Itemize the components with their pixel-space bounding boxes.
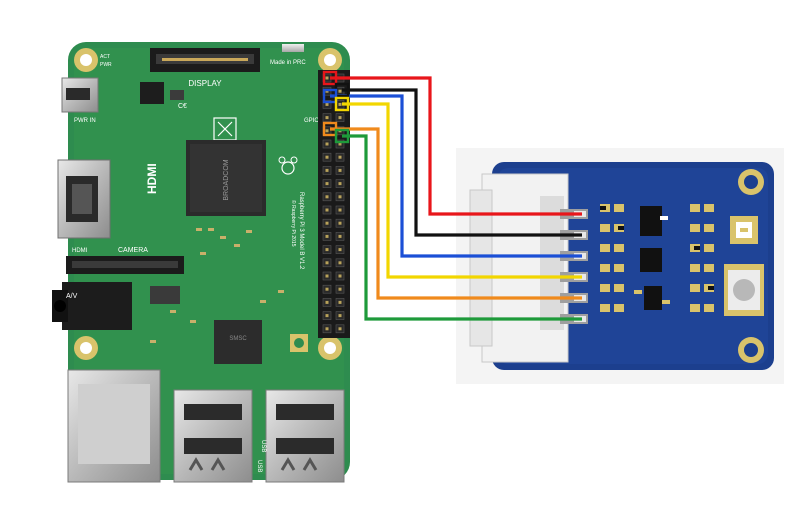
gpio-pin-core: [325, 314, 329, 318]
gpio-pin-core: [338, 234, 342, 238]
display-label: DISPLAY: [188, 79, 222, 88]
pin-marker-blue: [322, 88, 338, 104]
gpio-pin-core: [338, 248, 342, 252]
pin-marker-green: [334, 128, 350, 144]
gpio-pin-core: [325, 155, 329, 159]
hdmi-port: HDMI: [57, 159, 111, 254]
made-in-label: Made in PRC: [270, 60, 306, 66]
gpio-pin-core: [325, 208, 329, 212]
gpio-pin-core: [338, 300, 342, 304]
gpio-pin-core: [338, 155, 342, 159]
gpio-pin-core: [338, 314, 342, 318]
camera-connector: CAMERA: [66, 247, 184, 274]
sensor-module: [456, 148, 784, 384]
gpio-pin-core: [338, 182, 342, 186]
gpio-pin-core: [325, 102, 329, 106]
pin-marker-yellow: [334, 96, 350, 112]
soc-chip: BROADCOM: [186, 140, 266, 216]
usb-right-label: USB: [260, 440, 266, 452]
wires: [330, 76, 582, 321]
camera-label: CAMERA: [118, 247, 148, 254]
wire-black: [342, 88, 582, 237]
module-sensor-chip: [730, 216, 758, 244]
gpio-pin-core: [338, 89, 342, 93]
wire-yellow: [342, 102, 582, 279]
voltage-regulator: [140, 82, 164, 104]
module-button: [724, 264, 764, 316]
act-label: ACT: [100, 54, 110, 60]
gpio-pin-core: [338, 168, 342, 172]
audio-jack: A/V: [52, 282, 132, 330]
lan-chip: SMSC: [214, 320, 262, 364]
gpio-pin-markers: [322, 70, 350, 144]
gpio-pin-core: [338, 195, 342, 199]
wire-green: [342, 134, 582, 321]
gpio-pin-core: [338, 116, 342, 120]
gpio-pin-core: [325, 261, 329, 265]
display-connector: DISPLAY: [150, 48, 260, 88]
svg-text:C€: C€: [178, 103, 187, 110]
wire-red: [330, 76, 582, 216]
gpio-pin-core: [325, 195, 329, 199]
gpio-pin-core: [325, 168, 329, 172]
model-line-2: © Raspberry Pi 2015: [290, 200, 297, 247]
ethernet-port: [67, 369, 161, 483]
gpio-pin-core: [325, 142, 329, 146]
gpio-pin-core: [325, 129, 329, 133]
module-connector: [469, 173, 569, 363]
gpio-pin-core: [338, 221, 342, 225]
gpio-pin-core: [325, 327, 329, 331]
gpio-pin-core: [325, 274, 329, 278]
usb-port-right: USB: [260, 389, 345, 483]
pwr-led-label: PWR: [100, 62, 112, 68]
gpio-pin-core: [325, 221, 329, 225]
led-pwr: [282, 44, 304, 52]
module-ic-3: [644, 286, 662, 310]
hdmi-logo: HDMI: [145, 163, 159, 194]
soc-label: BROADCOM: [223, 159, 230, 200]
gpio-pin-core: [338, 274, 342, 278]
gpio-pin-core: [338, 208, 342, 212]
gpio-pin-core: [338, 261, 342, 265]
gpio-header: [318, 70, 350, 338]
module-ic-1: [640, 206, 662, 236]
model-line-1: Raspberry Pi 3 Model B V1.2: [298, 192, 304, 270]
gpio-pin-core: [338, 102, 342, 106]
raspberry-pi-board: DISPLAY Made in PRC PWR IN ACT PWR C€ BR…: [52, 42, 350, 483]
module-components: [600, 204, 714, 312]
pi-mounting-holes: [74, 48, 342, 360]
module-ic-2: [640, 248, 662, 272]
gpio-pin-core: [325, 116, 329, 120]
pwr-in-label: PWR IN: [74, 118, 96, 124]
gpio-pin-core: [325, 300, 329, 304]
av-label: A/V: [66, 293, 78, 300]
gpio-pin-core: [325, 248, 329, 252]
usb-left-label: USB: [256, 460, 262, 472]
gpio-pin-core: [338, 287, 342, 291]
usb-port-left: USB: [173, 389, 262, 483]
pi-pcb-shade: [74, 48, 344, 474]
wire-blue: [330, 94, 582, 258]
lan-label: SMSC: [229, 336, 247, 342]
gpio-pin-core: [325, 76, 329, 80]
gpio-label: GPIO: [304, 118, 319, 124]
hdmi-port-label: HDMI: [72, 248, 88, 254]
gpio-pin-core: [325, 287, 329, 291]
gpio-pin-core: [325, 234, 329, 238]
raspberry-logo: [278, 156, 298, 175]
power-port: PWR IN: [61, 77, 99, 124]
gpio-pin-core: [338, 142, 342, 146]
pin-marker-red: [322, 70, 338, 86]
gpio-pin-core: [338, 327, 342, 331]
wire-orange: [330, 127, 582, 300]
gpio-pin-core: [325, 182, 329, 186]
